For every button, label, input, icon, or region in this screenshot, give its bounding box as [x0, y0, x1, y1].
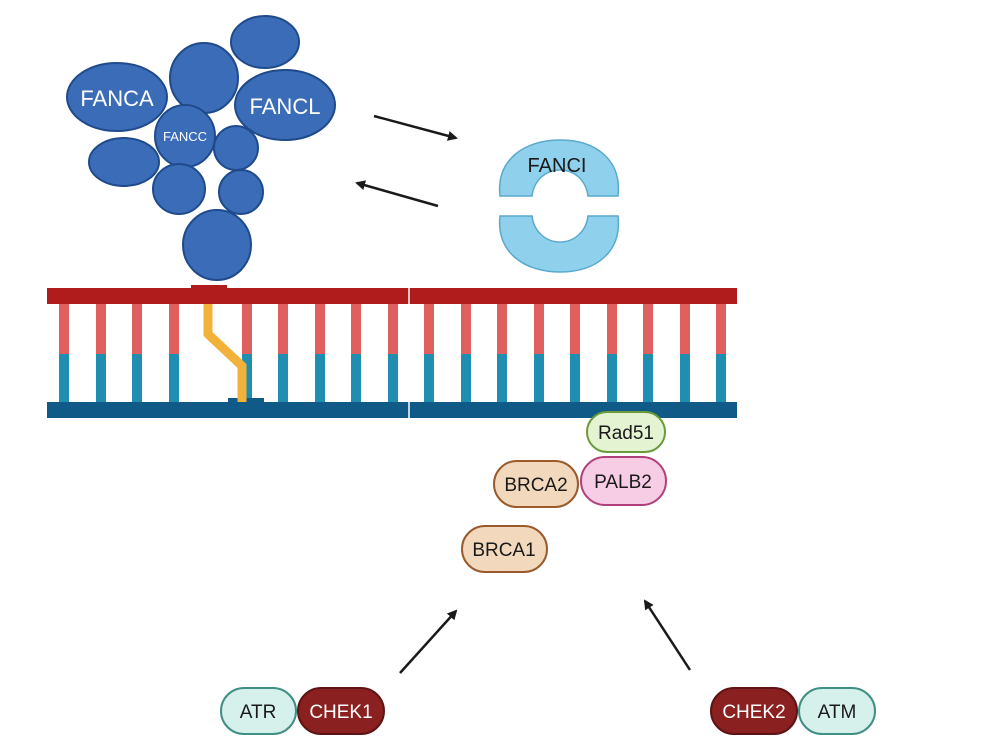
dna-base-bottom	[315, 354, 325, 402]
brca1-shape	[461, 525, 548, 573]
dna-base-top	[424, 304, 434, 354]
dna-base-top	[570, 304, 580, 354]
dna-double-helix	[47, 285, 737, 418]
dna-base-top	[242, 304, 252, 354]
dna-base-top	[388, 304, 398, 354]
dna-top-backbone	[47, 288, 737, 304]
fanci-protein	[498, 139, 620, 273]
arrow-atr-chek1-to-brca1	[399, 609, 458, 674]
chek1-label: CHEK1	[309, 702, 372, 723]
core-subunit-right-2	[218, 169, 264, 215]
fanca-label: FANCA	[80, 86, 154, 111]
dna-base-bottom	[643, 354, 653, 402]
core-subunit-left	[88, 137, 160, 187]
brca1-protein: BRCA1	[461, 525, 548, 573]
core-subunit-mid-low	[152, 163, 206, 215]
core-subunit-top-right	[230, 15, 300, 69]
dna-base-top	[315, 304, 325, 354]
core-subunit-bottom	[182, 209, 252, 281]
dna-base-bottom	[59, 354, 69, 402]
dna-base-bottom	[570, 354, 580, 402]
fancl-label: FANCL	[250, 94, 321, 119]
atm-protein: ATM	[798, 687, 876, 735]
rad51-protein: Rad51	[586, 411, 666, 453]
dna-base-top	[716, 304, 726, 354]
atr-protein: ATR	[220, 687, 297, 735]
dna-base-top	[278, 304, 288, 354]
atr-label: ATR	[240, 702, 277, 723]
dna-base-bottom	[169, 354, 179, 402]
dna-base-bottom	[461, 354, 471, 402]
brca2-label: BRCA2	[504, 475, 567, 496]
dna-base-pairs	[59, 304, 726, 402]
interstrand-crosslink	[203, 304, 247, 402]
dna-base-top	[534, 304, 544, 354]
fanconi-core-complex	[66, 15, 336, 281]
rad51-shape	[586, 411, 666, 453]
arrow-core-to-fanci	[373, 114, 458, 141]
chek2-label: CHEK2	[722, 702, 785, 723]
atr-shape	[220, 687, 297, 735]
dna-base-top	[461, 304, 471, 354]
arrow-fanci-to-core	[355, 180, 439, 208]
crosslink-top-anchor	[191, 285, 227, 293]
fanci-label: FANCI	[528, 155, 587, 177]
dna-base-top	[351, 304, 361, 354]
core-subunit-center-top	[169, 42, 239, 114]
chek2-shape	[710, 687, 798, 735]
dna-base-bottom	[351, 354, 361, 402]
dna-base-top	[497, 304, 507, 354]
chek2-protein: CHEK2	[710, 687, 798, 735]
dna-base-bottom	[132, 354, 142, 402]
dna-base-bottom	[96, 354, 106, 402]
dna-base-bottom	[497, 354, 507, 402]
palb2-protein: PALB2	[580, 456, 667, 506]
palb2-shape	[580, 456, 667, 506]
palb2-label: PALB2	[594, 472, 652, 493]
chek1-shape	[297, 687, 385, 735]
dna-base-bottom	[716, 354, 726, 402]
fanci-lower-half	[498, 215, 620, 273]
brca2-shape	[493, 460, 579, 508]
fancc-label: FANCC	[163, 129, 207, 144]
dna-base-top	[607, 304, 617, 354]
dna-base-bottom	[607, 354, 617, 402]
dna-base-top	[680, 304, 690, 354]
dna-base-top	[132, 304, 142, 354]
arrow-chek2-atm-to-brca1	[643, 599, 692, 671]
chek1-protein: CHEK1	[297, 687, 385, 735]
dna-base-bottom	[680, 354, 690, 402]
brca1-label: BRCA1	[472, 540, 535, 561]
dna-base-top	[643, 304, 653, 354]
fanci-upper-half	[498, 139, 620, 197]
dna-bottom-backbone	[47, 402, 737, 418]
dna-base-top	[169, 304, 179, 354]
core-subunit-right-1	[213, 125, 259, 171]
fanca-subunit	[66, 62, 168, 132]
dna-base-bottom	[242, 354, 252, 402]
brca2-protein: BRCA2	[493, 460, 579, 508]
dna-base-bottom	[534, 354, 544, 402]
dna-base-bottom	[424, 354, 434, 402]
dna-base-bottom	[388, 354, 398, 402]
atm-shape	[798, 687, 876, 735]
dna-base-top	[59, 304, 69, 354]
dna-base-bottom	[278, 354, 288, 402]
dna-base-top	[96, 304, 106, 354]
fancl-subunit	[234, 69, 336, 141]
rad51-label: Rad51	[598, 423, 654, 444]
atm-label: ATM	[818, 702, 857, 723]
